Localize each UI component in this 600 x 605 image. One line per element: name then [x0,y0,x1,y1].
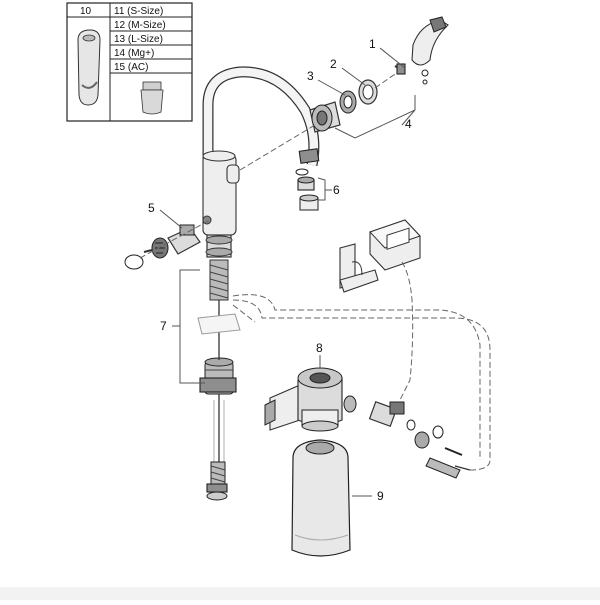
legend-item-11: 11 (S-Size) [114,6,163,17]
callout-9: 9 [377,489,384,503]
callout-3: 3 [307,69,314,83]
ring-part-3 [339,90,357,114]
legend-item-13: 13 (L-Size) [114,34,163,45]
lever-handle-part-1 [394,16,449,85]
legend-header-10: 10 [80,6,92,17]
filter-cartridge-part-9 [291,439,351,557]
hose-assembly-part-7 [197,300,241,501]
callout-7: 7 [160,319,167,333]
cap-nut-part-2 [358,79,378,105]
control-box-with-bracket [339,219,421,411]
inlet-fittings [368,401,471,479]
filter-cartridge-thumbnail [77,29,101,106]
ac-cartridge-thumbnail [140,81,164,115]
assembly-line [374,71,399,89]
faucet-body [202,66,320,301]
legend-item-14: 14 (Mg+) [114,48,154,59]
assembly-line [239,124,316,171]
cartridge-part-4 [309,101,341,133]
footer-bar [0,587,600,600]
side-valve-part-5 [124,219,211,270]
filter-head-part-8 [264,367,357,432]
callout-1: 1 [369,37,376,51]
callout-2: 2 [330,57,337,71]
legend-item-15: 15 (AC) [114,62,148,73]
callout-8: 8 [316,341,323,355]
callout-leaders [159,47,416,497]
legend-box: 10 11 (S-Size) 12 (M-Size) 13 (L-Size) 1… [66,2,193,122]
aerator-part-6 [295,168,319,211]
callout-6: 6 [333,183,340,197]
legend-item-12: 12 (M-Size) [114,20,166,31]
water-line-dashed-2 [232,294,481,460]
water-line-dashed [232,299,491,471]
water-line-dashed-3 [232,304,256,323]
callout-4: 4 [405,117,412,131]
callout-5: 5 [148,201,155,215]
